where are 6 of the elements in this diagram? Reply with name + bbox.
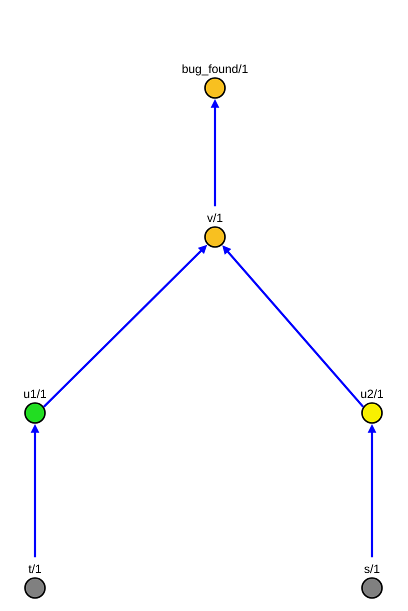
node-label: s/1 [364,564,380,574]
node-label: u1/1 [24,389,46,398]
node-label: u2/1 [361,389,384,398]
node-label: t/1 [28,564,42,574]
node-label: v/1 [207,213,222,222]
node-label: bug_found/1 [182,64,248,76]
